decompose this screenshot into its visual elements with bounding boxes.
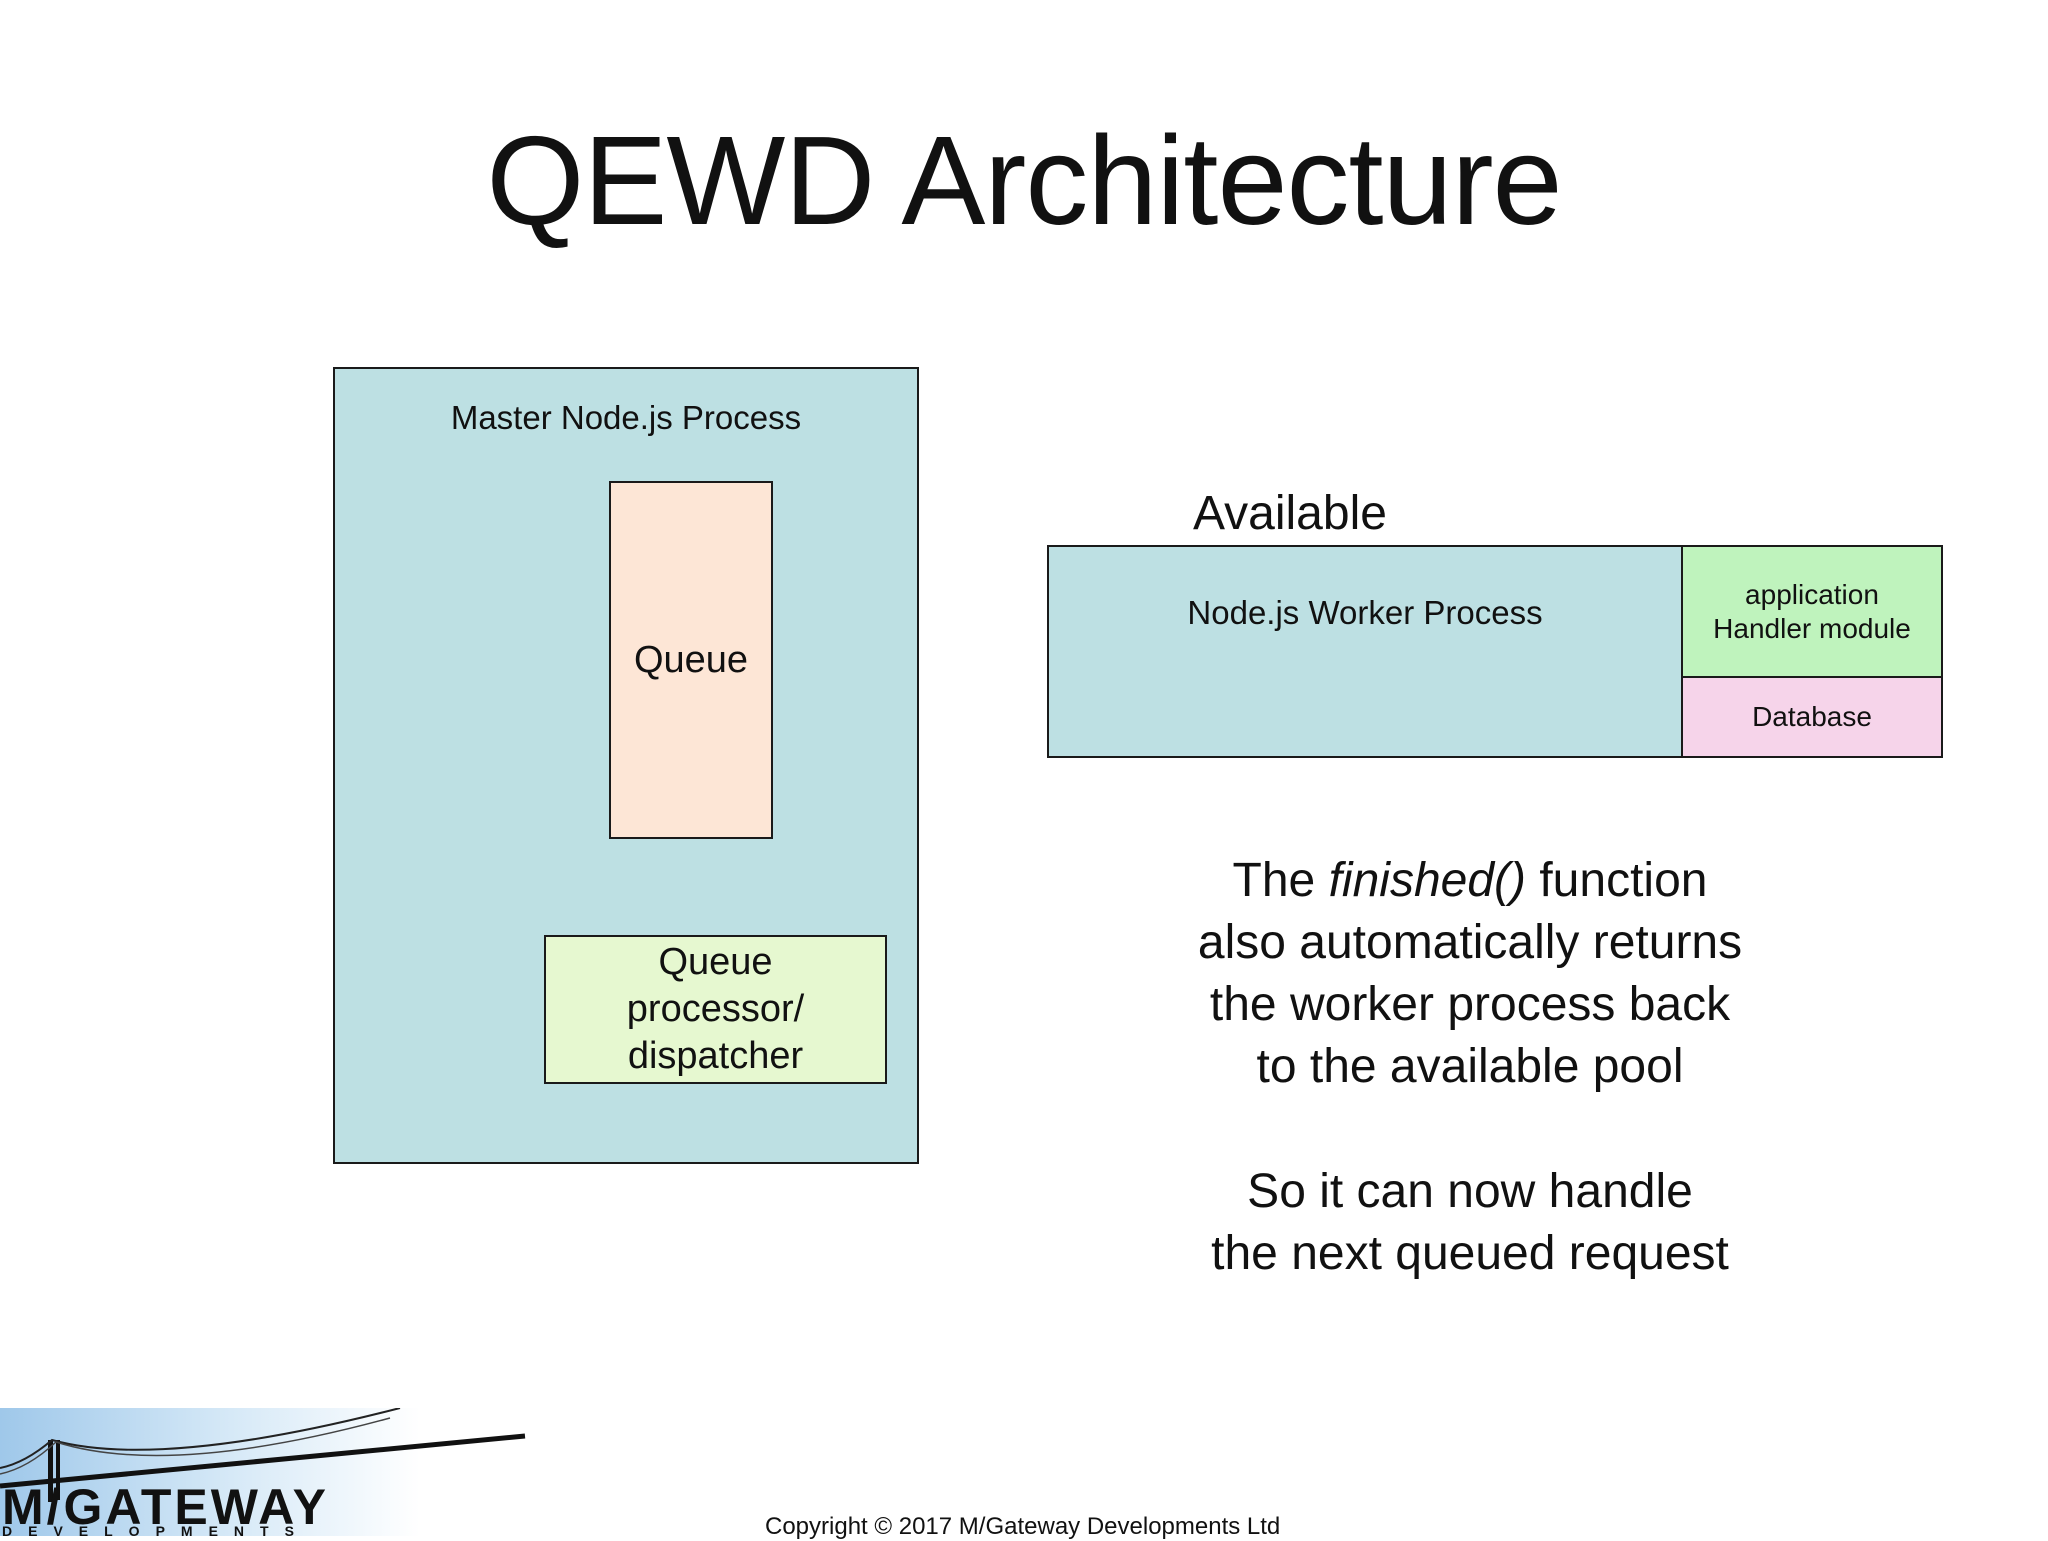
queue-dispatcher-box: Queue processor/ dispatcher [544,935,887,1084]
logo-wordmark: M/GATEWAY [2,1479,329,1535]
description-line-1-suffix: function [1526,854,1708,907]
worker-status-label: Available [1193,487,1387,540]
logo-sky-background [0,1408,420,1536]
worker-process-box: Node.js Worker Process [1047,545,1683,758]
logo-bridge-tower-1 [48,1440,53,1502]
master-process-label: Master Node.js Process [450,399,802,436]
database-box: Database [1681,676,1943,758]
dispatcher-label-line-3: dispatcher [627,1035,804,1077]
dispatcher-label-line-1: Queue [658,941,773,983]
handler-module-box: application Handler module [1681,545,1943,678]
description-line-4: to the available pool [1256,1040,1684,1093]
description-paragraph-2: So it can now handle the next queued req… [1130,1161,1810,1285]
logo-subtitle: DEVELOPMENTS [2,1523,310,1536]
handler-label-line-2: Handler module [1713,612,1911,644]
description-line-3: the worker process back [1209,978,1731,1031]
slide-title: QEWD Architecture [486,110,1562,251]
description-paragraph-1: The finished() function also automatical… [1130,850,1810,1098]
mgateway-logo: M/GATEWAY DEVELOPMENTS [0,1408,526,1536]
description-line-5: So it can now handle [1247,1165,1693,1218]
copyright-notice: Copyright © 2017 M/Gateway Developments … [765,1513,1281,1540]
logo-bridge-deck [0,1433,526,1489]
handler-label-line-1: application [1745,578,1879,610]
dispatcher-label-line-2: processor/ [626,988,805,1030]
logo-bridge-tower-2 [56,1440,60,1500]
worker-process-label: Node.js Worker Process [1187,594,1543,631]
description-line-6: the next queued request [1211,1227,1729,1280]
description-line-1: The finished() function [1130,850,1810,912]
description-line-2: also automatically returns [1197,916,1743,969]
queue-label: Queue [633,638,749,681]
logo-bridge-cable-2 [0,1417,391,1475]
finished-function-name: finished() [1328,854,1526,907]
queue-box: Queue [609,481,773,839]
description-line-1-prefix: The [1232,854,1329,907]
logo-bridge-cable-1 [0,1408,401,1469]
database-label: Database [1752,701,1872,732]
